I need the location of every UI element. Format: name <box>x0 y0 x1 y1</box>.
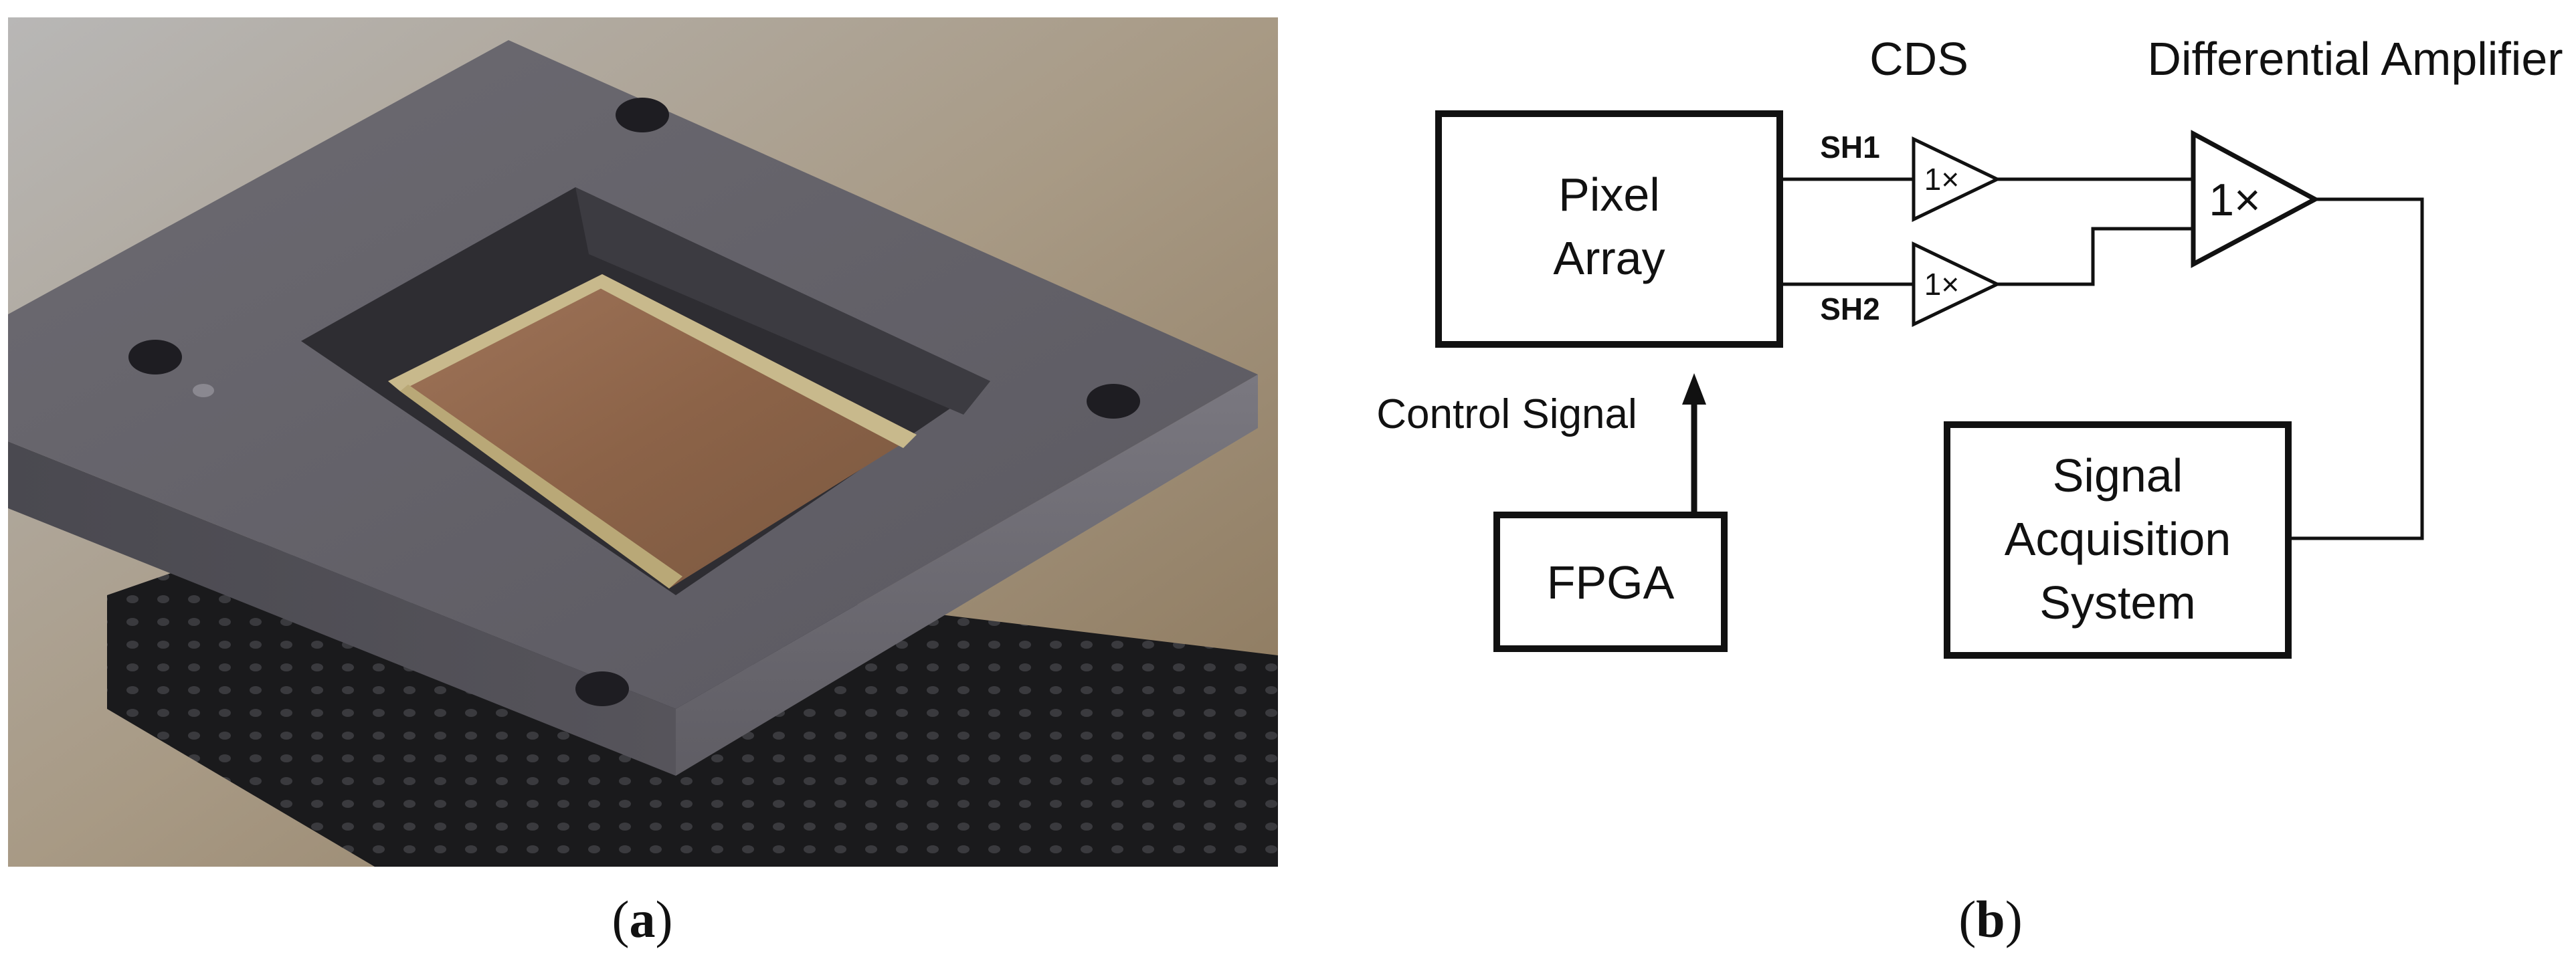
sh2-label: SH2 <box>1820 292 1879 326</box>
chip-package-photo <box>8 17 1278 867</box>
alignment-dot <box>193 384 214 397</box>
caption-a: (a) <box>612 890 673 948</box>
bond-pads-bottom <box>400 385 682 588</box>
bond-pads-left <box>388 274 606 391</box>
signal-acq-label-line2: Acquisition <box>2005 513 2231 565</box>
fpga-label: FPGA <box>1547 556 1675 609</box>
cds-buffer-1 <box>1912 136 2001 222</box>
differential-amplifier <box>2191 130 2320 268</box>
pixel-array-box <box>1435 110 1783 348</box>
buffer2-to-amp-wire <box>1997 227 2193 286</box>
pixel-array-label-line1: Pixel <box>1558 169 1660 221</box>
fpga-box <box>1493 512 1728 652</box>
caption-b: (b) <box>1958 890 2023 948</box>
package-right-face <box>676 374 1258 776</box>
cds-buffer-2 <box>1912 241 2001 327</box>
control-signal-label: Control Signal <box>1376 391 1637 437</box>
sensor-die <box>388 274 917 588</box>
pixel-array-label-line2: Array <box>1553 232 1665 284</box>
signal-acq-label-line1: Signal <box>2053 449 2183 502</box>
mount-hole-bottom <box>575 671 629 706</box>
cavity-wall <box>575 187 990 415</box>
signal-acq-label-line3: System <box>2039 576 2195 629</box>
amp-output-wire <box>2288 197 2424 540</box>
package-front-face <box>8 441 676 776</box>
differential-amplifier-label: Differential Amplifier <box>2147 33 2563 85</box>
bond-pads-top <box>599 274 917 448</box>
mount-hole-right <box>1087 384 1140 419</box>
control-signal-arrowhead <box>1682 373 1706 405</box>
mount-hole-left <box>128 340 182 374</box>
sh1-label: SH1 <box>1820 130 1879 165</box>
diff-amp-gain-label: 1× <box>2209 175 2261 225</box>
buffer2-gain-label: 1× <box>1924 267 1959 302</box>
buffer1-gain-label: 1× <box>1924 162 1959 197</box>
cds-label: CDS <box>1869 33 1968 85</box>
mount-hole-top <box>616 98 669 132</box>
